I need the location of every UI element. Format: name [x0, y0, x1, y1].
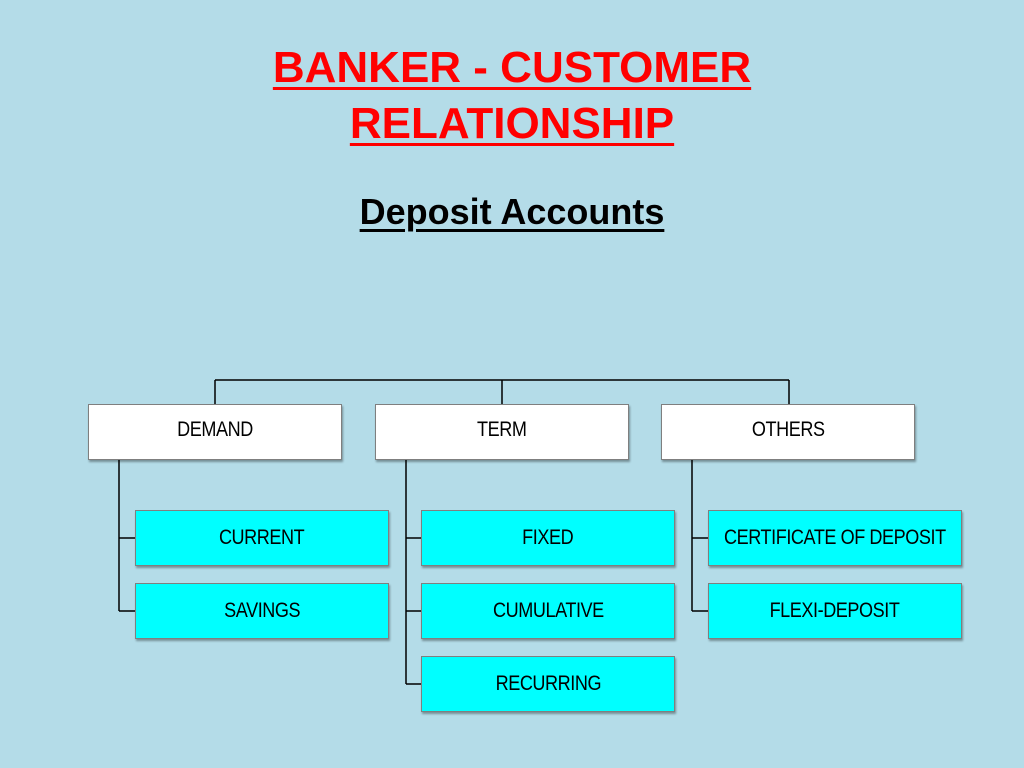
item-label-fixed: FIXED	[522, 526, 574, 549]
slide-title-line-1: BANKER - CUSTOMER	[272, 43, 752, 92]
item-box-savings: SAVINGS	[135, 583, 389, 639]
item-box-recurring: RECURRING	[421, 656, 675, 712]
item-label-savings: SAVINGS	[224, 599, 300, 622]
category-label-term: TERM	[477, 418, 527, 441]
item-box-current: CURRENT	[135, 510, 389, 566]
category-box-others: OTHERS	[661, 404, 915, 460]
item-label-certificate-of-deposit: CERTIFICATE OF DEPOSIT	[724, 526, 946, 549]
item-label-current: CURRENT	[219, 526, 305, 549]
slide-subtitle: Deposit Accounts	[359, 191, 665, 232]
category-label-demand: DEMAND	[177, 418, 253, 441]
slide-title-line-2: RELATIONSHIP	[349, 99, 675, 148]
item-box-fixed: FIXED	[421, 510, 675, 566]
item-box-cumulative: CUMULATIVE	[421, 583, 675, 639]
item-label-cumulative: CUMULATIVE	[492, 599, 604, 622]
item-box-flexi-deposit: FLEXI-DEPOSIT	[708, 583, 962, 639]
item-label-recurring: RECURRING	[495, 672, 601, 695]
item-box-certificate-of-deposit: CERTIFICATE OF DEPOSIT	[708, 510, 962, 566]
item-label-flexi-deposit: FLEXI-DEPOSIT	[770, 599, 900, 622]
category-box-term: TERM	[375, 404, 629, 460]
category-box-demand: DEMAND	[88, 404, 342, 460]
category-label-others: OTHERS	[751, 418, 825, 441]
